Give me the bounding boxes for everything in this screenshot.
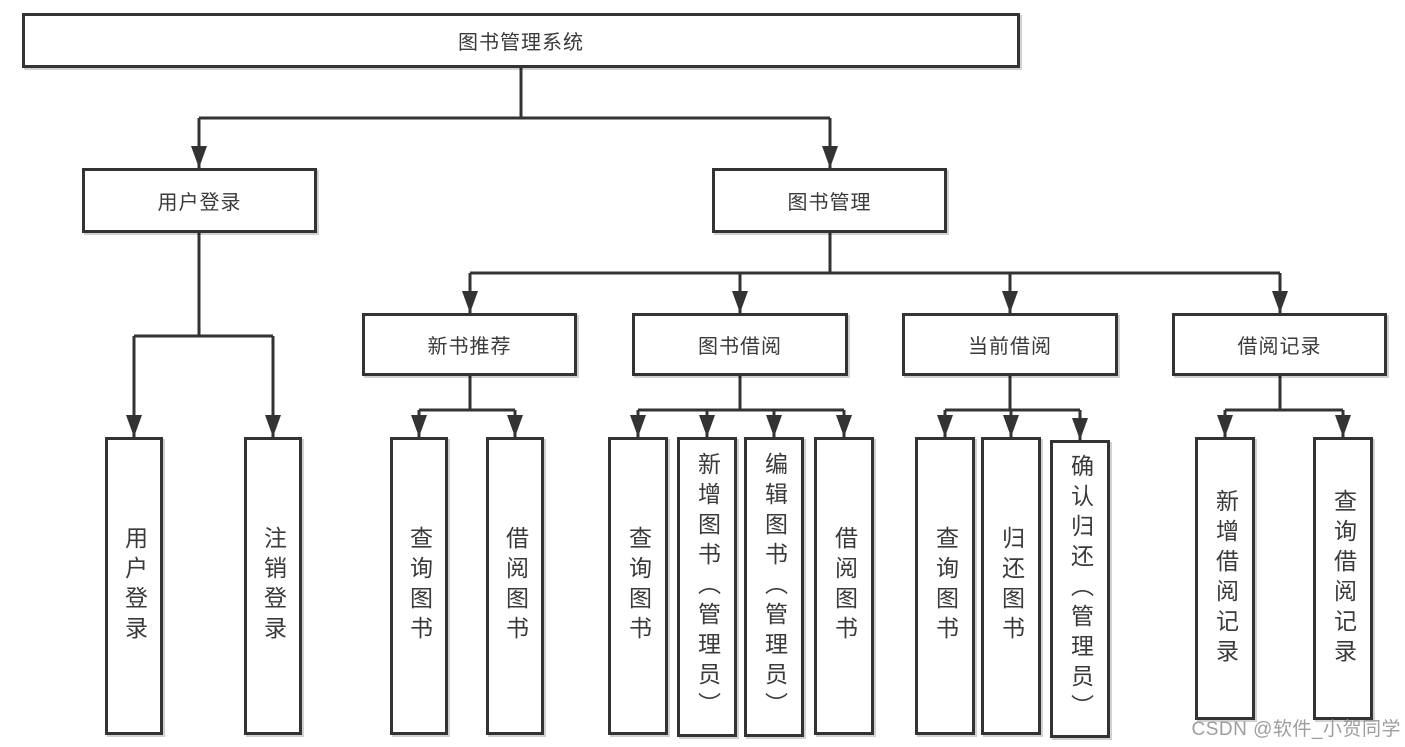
leaf-query-book-2: 查询图书 — [608, 437, 668, 735]
leaf-query-book-3: 查询图书 — [915, 437, 975, 735]
leaf-query-book-1: 查询图书 — [390, 437, 448, 735]
node-book-mgmt-label: 图书管理 — [787, 192, 872, 214]
leaf-add-record: 新增借阅记录 — [1195, 437, 1255, 720]
leaf-logout: 注销登录 — [244, 437, 302, 735]
node-new-book-label: 新书推荐 — [427, 336, 512, 358]
leaf-edit-book-label: 编辑图书（管理员） — [761, 452, 788, 722]
node-new-book: 新书推荐 — [362, 313, 577, 376]
leaf-user-login-label: 用户登录 — [121, 526, 148, 646]
leaf-add-book: 新增图书（管理员） — [677, 437, 737, 737]
leaf-borrow-book-2-label: 借阅图书 — [831, 526, 858, 646]
node-borrow-record-label: 借阅记录 — [1237, 336, 1322, 358]
node-book-borrow: 图书借阅 — [632, 313, 848, 376]
leaf-confirm-return: 确认归还（管理员） — [1050, 440, 1110, 738]
leaf-borrow-book-1: 借阅图书 — [486, 437, 544, 735]
node-current-borrow-label: 当前借阅 — [968, 336, 1052, 358]
node-book-borrow-label: 图书借阅 — [698, 336, 782, 358]
leaf-user-login: 用户登录 — [105, 437, 163, 735]
node-book-mgmt: 图书管理 — [712, 168, 947, 233]
leaf-query-book-1-label: 查询图书 — [406, 526, 433, 646]
leaf-logout-label: 注销登录 — [260, 526, 287, 646]
node-root: 图书管理系统 — [22, 13, 1020, 68]
leaf-return-book-label: 归还图书 — [998, 526, 1025, 646]
leaf-query-record: 查询借阅记录 — [1313, 437, 1373, 720]
leaf-edit-book: 编辑图书（管理员） — [744, 437, 804, 737]
connector-rails — [134, 68, 1343, 412]
leaf-add-record-label: 新增借阅记录 — [1212, 488, 1239, 669]
node-borrow-record: 借阅记录 — [1172, 313, 1387, 376]
leaf-return-book: 归还图书 — [981, 437, 1041, 735]
leaf-confirm-return-label: 确认归还（管理员） — [1067, 454, 1094, 724]
node-root-label: 图书管理系统 — [458, 32, 584, 54]
leaf-add-book-label: 新增图书（管理员） — [694, 452, 721, 722]
node-user-login: 用户登录 — [82, 168, 317, 233]
csdn-watermark: CSDN @软件_小贺同学 — [1191, 719, 1401, 740]
node-current-borrow: 当前借阅 — [902, 313, 1118, 376]
node-user-login-label: 用户登录 — [157, 192, 242, 214]
leaf-query-record-label: 查询借阅记录 — [1330, 488, 1357, 669]
leaf-borrow-book-2: 借阅图书 — [814, 437, 874, 735]
leaf-query-book-2-label: 查询图书 — [625, 526, 652, 646]
leaf-query-book-3-label: 查询图书 — [932, 526, 959, 646]
leaf-borrow-book-1-label: 借阅图书 — [502, 526, 529, 646]
